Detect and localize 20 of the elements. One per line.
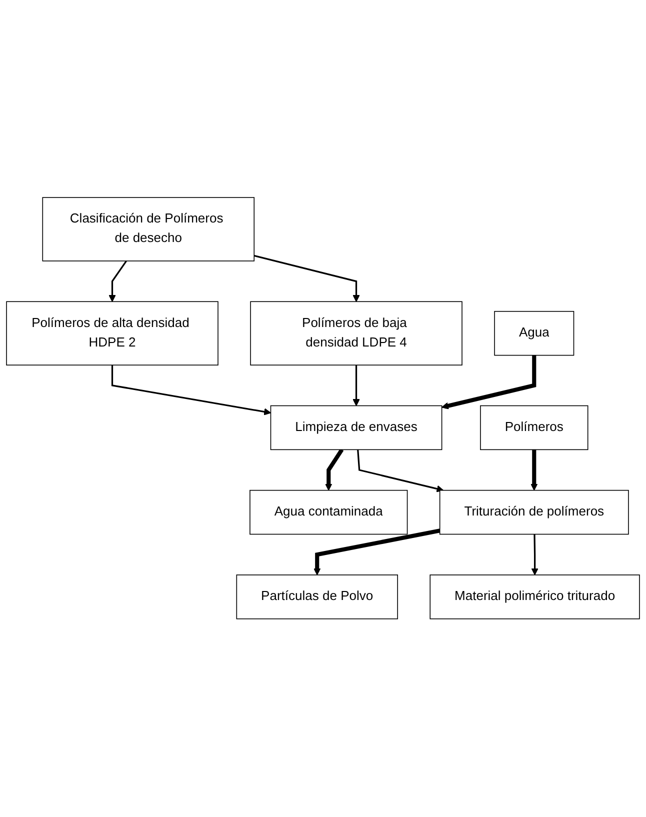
node-box: Material polimérico triturado bbox=[430, 574, 640, 620]
node-box: Limpieza de envases bbox=[270, 406, 442, 450]
arrow bbox=[111, 365, 272, 416]
node-box: Polímeros de alta densidad HDPE 2 bbox=[6, 302, 218, 366]
arrow bbox=[108, 260, 128, 302]
node-box: Partículas de Polvo bbox=[236, 574, 398, 620]
arrow bbox=[254, 255, 360, 302]
arrow bbox=[441, 356, 536, 410]
arrow bbox=[531, 534, 538, 576]
arrow bbox=[530, 450, 538, 491]
node-box: Polímeros de baja densidad LDPE 4 bbox=[250, 302, 462, 366]
arrow bbox=[352, 365, 360, 406]
arrow bbox=[325, 448, 344, 491]
arrow bbox=[357, 450, 444, 493]
node-box: Agua bbox=[494, 311, 574, 356]
node-box: Trituración de polímeros bbox=[439, 490, 629, 535]
node-box: Agua contaminada bbox=[250, 490, 408, 535]
node-box: Polímeros bbox=[480, 406, 588, 450]
arrow bbox=[314, 529, 440, 576]
node-box: Clasificación de Polímeros de desecho bbox=[42, 197, 255, 262]
